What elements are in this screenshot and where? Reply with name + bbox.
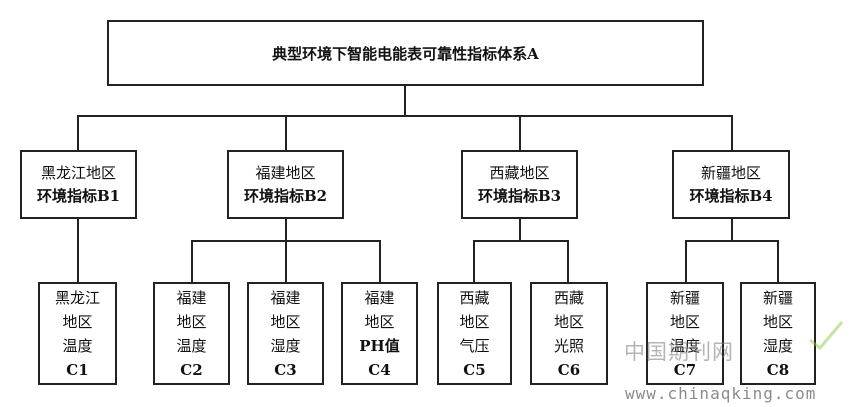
leaf-node-c4: 福建 地区 PH值 C4 <box>341 282 418 385</box>
watermark-url: www.chinaqking.com <box>625 384 817 403</box>
leaf-code: C8 <box>766 360 790 379</box>
leaf-line: 福建 <box>176 288 207 307</box>
leaf-node-c5: 西藏 地区 气压 C5 <box>437 282 512 385</box>
leaf-line: 黑龙江 <box>54 288 100 307</box>
region-node-b3: 西藏地区 环境指标B3 <box>461 150 578 219</box>
region-indicator: 环境指标B3 <box>477 186 562 205</box>
watermark-cn: 中国期刊网 <box>624 340 734 364</box>
region-indicator: 环境指标B1 <box>36 186 121 205</box>
region-indicator: 环境指标B2 <box>243 186 328 205</box>
connector-b4-down <box>731 218 733 242</box>
connector-to-c6 <box>567 240 569 282</box>
leaf-line: 湿度 <box>270 336 301 355</box>
leaf-line: 新疆 <box>669 288 700 307</box>
leaf-line: 湿度 <box>762 336 793 355</box>
connector-b3-down <box>519 218 521 242</box>
leaf-node-c8: 新疆 地区 湿度 C8 <box>740 282 816 385</box>
leaf-line: 地区 <box>459 312 490 331</box>
leaf-code: C7 <box>673 360 697 379</box>
leaf-line: 地区 <box>62 312 93 331</box>
leaf-node-c6: 西藏 地区 光照 C6 <box>530 282 608 385</box>
leaf-line: 光照 <box>553 336 584 355</box>
leaf-line: 地区 <box>270 312 301 331</box>
leaf-line: 地区 <box>364 312 395 331</box>
root-label: 典型环境下智能电能表可靠性指标体系A <box>272 44 539 63</box>
leaf-code: C2 <box>180 360 203 379</box>
leaf-line: 温度 <box>62 336 93 355</box>
leaf-line: 地区 <box>762 312 793 331</box>
leaf-line: 西藏 <box>459 288 490 307</box>
leaf-line: 温度 <box>669 336 700 355</box>
connector-b2-down <box>285 218 287 242</box>
region-node-b1: 黑龙江地区 环境指标B1 <box>20 150 137 219</box>
leaf-node-c2: 福建 地区 温度 C2 <box>153 282 230 385</box>
connector-to-b2 <box>285 115 287 150</box>
watermark-check-icon <box>809 321 844 351</box>
region-name: 黑龙江地区 <box>40 163 116 182</box>
leaf-node-c7: 新疆 地区 温度 C7 <box>646 282 724 385</box>
connector-to-c2 <box>191 240 193 282</box>
connector-to-c8 <box>777 240 779 282</box>
leaf-line: 温度 <box>176 336 207 355</box>
connector-to-c3 <box>285 240 287 282</box>
leaf-line: 西藏 <box>553 288 584 307</box>
connector-to-c7 <box>685 240 687 282</box>
connector-to-b3 <box>519 115 521 150</box>
connector-to-c5 <box>473 240 475 282</box>
region-indicator: 环境指标B4 <box>689 186 773 205</box>
leaf-line: 地区 <box>553 312 584 331</box>
region-name: 新疆地区 <box>700 163 761 182</box>
region-name: 西藏地区 <box>489 163 550 182</box>
leaf-line: 地区 <box>176 312 207 331</box>
connector-b4-bus <box>685 240 779 242</box>
region-node-b2: 福建地区 环境指标B2 <box>227 150 344 219</box>
connector-b3-bus <box>473 240 569 242</box>
region-node-b4: 新疆地区 环境指标B4 <box>672 150 790 219</box>
leaf-code: C1 <box>66 360 89 379</box>
connector-to-b1 <box>77 115 79 150</box>
region-name: 福建地区 <box>255 163 316 182</box>
connector-b1-c1 <box>77 218 79 282</box>
leaf-node-c3: 福建 地区 湿度 C3 <box>247 282 324 385</box>
root-node: 典型环境下智能电能表可靠性指标体系A <box>107 20 704 86</box>
connector-root-down <box>404 85 406 117</box>
leaf-code: C6 <box>557 360 581 379</box>
leaf-line: 地区 <box>669 312 700 331</box>
leaf-line: 福建 <box>270 288 301 307</box>
leaf-code: C3 <box>274 360 297 379</box>
connector-level1-bus <box>77 115 733 117</box>
leaf-code: C4 <box>368 360 391 379</box>
connector-to-c4 <box>379 240 381 282</box>
leaf-node-c1: 黑龙江 地区 温度 C1 <box>38 282 117 385</box>
leaf-line: 福建 <box>364 288 395 307</box>
leaf-line: 新疆 <box>762 288 793 307</box>
leaf-code: C5 <box>463 360 486 379</box>
leaf-line: PH值 <box>359 336 400 355</box>
connector-to-b4 <box>731 115 733 150</box>
leaf-line: 气压 <box>459 336 490 355</box>
